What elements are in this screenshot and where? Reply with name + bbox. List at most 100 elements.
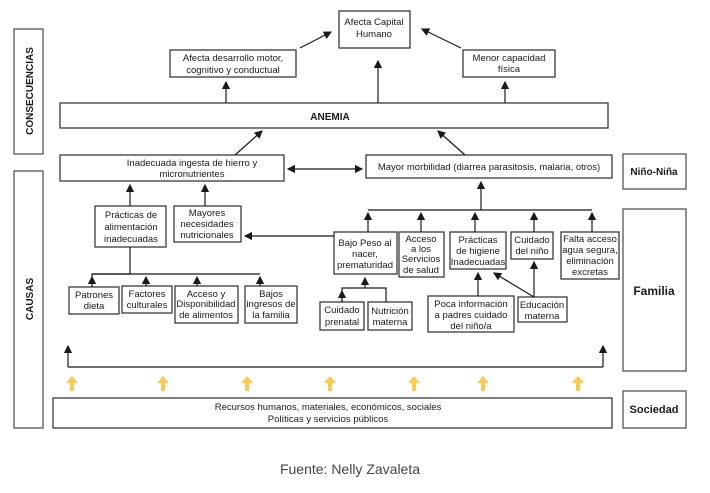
- arrow-capacidad-to-capital: [420, 28, 462, 49]
- section-sociedad: Sociedad: [622, 390, 687, 429]
- section-consecuencias-label: CONSECUENCIAS: [25, 47, 36, 135]
- node-poca-informacion: Poca información a padres cuidado del ni…: [427, 295, 515, 333]
- svg-text:dieta: dieta: [84, 301, 105, 312]
- svg-text:ANEMIA: ANEMIA: [310, 112, 349, 123]
- svg-text:de salud: de salud: [403, 265, 439, 276]
- society-upward-arrows: [66, 376, 584, 391]
- svg-text:agua segura,: agua segura,: [562, 245, 617, 256]
- node-cuidado-prenatal: Cuidado prenatal: [319, 301, 365, 331]
- arrow-morbilidad-to-anemia: [437, 130, 466, 156]
- svg-text:Menor capacidad: Menor capacidad: [473, 53, 546, 64]
- node-bajos-ingresos: Bajos ingresos de la familia: [244, 285, 298, 324]
- svg-text:Acceso: Acceso: [405, 234, 436, 245]
- arrow-educacion-to-higiene: [492, 272, 535, 298]
- svg-text:Nutrición: Nutrición: [371, 306, 409, 317]
- svg-text:a los: a los: [411, 244, 431, 255]
- svg-text:Mayores: Mayores: [189, 208, 226, 219]
- node-nutricion-materna: Nutrición materna: [367, 301, 413, 331]
- svg-text:ingresos de: ingresos de: [246, 299, 295, 310]
- up-arrow-icon: [66, 376, 78, 391]
- up-arrow-icon: [157, 376, 169, 391]
- up-arrow-icon: [324, 376, 336, 391]
- section-consecuencias: CONSECUENCIAS: [13, 28, 44, 155]
- svg-text:del niño/a: del niño/a: [450, 321, 492, 332]
- node-ingesta: Inadecuada ingesta de hierro y micronutr…: [59, 154, 285, 182]
- svg-text:Bajos: Bajos: [259, 289, 283, 300]
- up-arrow-icon: [477, 376, 489, 391]
- up-arrow-icon: [572, 376, 584, 391]
- svg-text:Falta acceso: Falta acceso: [563, 234, 617, 245]
- svg-text:de higiene: de higiene: [456, 246, 500, 257]
- node-practicas-higiene: Prácticas de higiene Inadecuadas: [449, 231, 507, 270]
- svg-text:la familia: la familia: [252, 310, 290, 321]
- svg-text:Bajo Peso al: Bajo Peso al: [338, 238, 391, 249]
- svg-text:prenatal: prenatal: [325, 317, 359, 328]
- svg-text:Recursos humanos, materiales,: Recursos humanos, materiales, económicos…: [215, 402, 442, 413]
- svg-text:a padres cuidado: a padres cuidado: [435, 310, 508, 321]
- section-sociedad-label: Sociedad: [630, 404, 679, 416]
- arrow-ingesta-to-anemia: [234, 130, 263, 156]
- arrow-desarrollo-to-capital: [299, 31, 333, 49]
- svg-text:Afecta desarrollo motor,: Afecta desarrollo motor,: [183, 53, 283, 64]
- node-morbilidad: Mayor morbilidad (diarrea parasitosis, m…: [365, 154, 613, 179]
- connectors: [63, 28, 608, 368]
- svg-text:Servicios: Servicios: [402, 254, 441, 265]
- section-causas-label: CAUSAS: [25, 278, 36, 321]
- svg-text:Poca información: Poca información: [434, 299, 507, 310]
- up-arrow-icon: [408, 376, 420, 391]
- node-practicas-alimentacion: Prácticas de alimentación inadecuadas: [94, 205, 167, 248]
- section-familia: Familia: [622, 208, 687, 372]
- source-caption: Fuente: Nelly Zavaleta: [280, 461, 420, 477]
- svg-text:necesidades: necesidades: [180, 219, 234, 230]
- svg-text:culturales: culturales: [127, 300, 168, 311]
- svg-text:Humano: Humano: [356, 29, 392, 40]
- svg-text:de alimentos: de alimentos: [179, 310, 233, 321]
- svg-text:prematuridad: prematuridad: [337, 260, 393, 271]
- svg-text:Políticas y servicios públicos: Políticas y servicios públicos: [268, 414, 389, 425]
- section-causas: CAUSAS: [13, 170, 44, 429]
- svg-text:Inadecuadas: Inadecuadas: [451, 257, 506, 268]
- svg-text:Cuidado: Cuidado: [324, 305, 359, 316]
- section-nino-nina: Niño-Niña: [622, 153, 687, 190]
- node-capacidad-fisica: Menor capacidad física: [462, 49, 556, 78]
- svg-text:Patrones: Patrones: [75, 290, 113, 301]
- section-nino-nina-label: Niño-Niña: [630, 167, 678, 178]
- svg-text:física: física: [498, 64, 521, 75]
- node-cuidado-nino: Cuidado del niño: [510, 231, 554, 260]
- svg-text:Prácticas de: Prácticas de: [105, 210, 157, 221]
- node-capital-humano: Afecta Capital Humano: [338, 10, 411, 49]
- svg-text:del niño: del niño: [515, 246, 548, 257]
- svg-text:nacer,: nacer,: [352, 249, 378, 260]
- node-necesidades: Mayores necesidades nutricionales: [173, 205, 242, 243]
- node-anemia: ANEMIA: [59, 102, 609, 129]
- svg-text:excretas: excretas: [572, 267, 608, 278]
- section-familia-label: Familia: [633, 284, 675, 298]
- svg-text:Mayor morbilidad (diarrea pa: Mayor morbilidad (diarrea parasitosis, m…: [378, 162, 600, 173]
- svg-text:Afecta Capital: Afecta Capital: [344, 17, 403, 28]
- svg-text:Educación: Educación: [520, 300, 564, 311]
- node-factores: Factores culturales: [121, 285, 173, 314]
- svg-text:nutricionales: nutricionales: [180, 230, 234, 241]
- node-bajo-peso: Bajo Peso al nacer, prematuridad: [333, 231, 398, 275]
- svg-text:Disponibilidad: Disponibilidad: [176, 299, 235, 310]
- node-desarrollo: Afecta desarrollo motor, cognitivo y con…: [169, 49, 297, 78]
- svg-text:inadecuadas: inadecuadas: [104, 234, 158, 245]
- svg-text:micronutrientes: micronutrientes: [160, 169, 225, 180]
- node-acceso-alimentos: Acceso y Disponibilidad de alimentos: [174, 285, 239, 324]
- svg-text:Factores: Factores: [129, 289, 166, 300]
- svg-text:cognitivo y conductual: cognitivo y conductual: [186, 65, 279, 76]
- node-acceso-servicios: Acceso a los Servicios de salud: [398, 231, 445, 278]
- node-sociedad: Recursos humanos, materiales, económicos…: [52, 397, 613, 429]
- svg-text:eliminación: eliminación: [566, 256, 614, 267]
- svg-text:Inadecuada ingesta de hierro y: Inadecuada ingesta de hierro y: [127, 158, 258, 169]
- svg-text:Cuidado: Cuidado: [514, 235, 549, 246]
- dietary-bus: [91, 247, 131, 277]
- svg-text:materna: materna: [373, 317, 409, 328]
- svg-text:materna: materna: [525, 311, 561, 322]
- up-arrow-icon: [241, 376, 253, 391]
- node-educacion-materna: Educación materna: [517, 296, 568, 323]
- svg-text:Acceso y: Acceso y: [187, 289, 226, 300]
- node-patrones: Patrones dieta: [68, 286, 120, 315]
- node-falta-agua: Falta acceso agua segura, eliminación ex…: [560, 231, 620, 280]
